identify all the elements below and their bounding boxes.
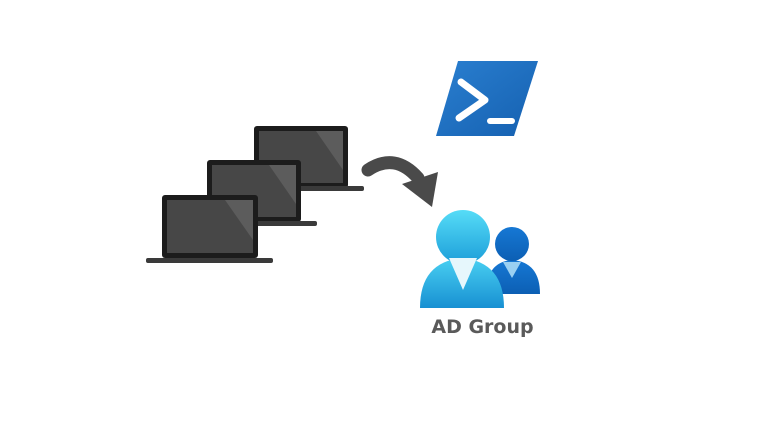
user-front-icon	[420, 210, 504, 308]
curved-arrow-icon	[361, 156, 438, 207]
powershell-icon	[436, 61, 538, 136]
laptop-icon	[146, 195, 273, 263]
group-label: AD Group	[431, 316, 534, 338]
users-group-icon	[420, 210, 540, 308]
laptop-group	[146, 126, 364, 263]
